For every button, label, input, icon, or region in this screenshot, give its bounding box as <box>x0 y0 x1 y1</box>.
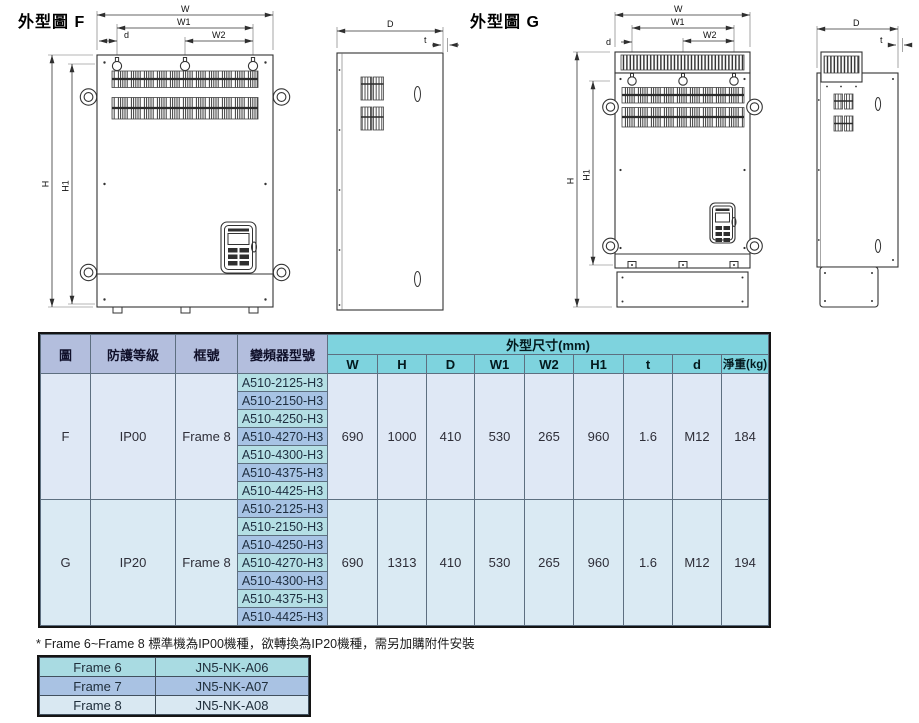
model-cell: A510-2125-H3 <box>237 499 328 518</box>
dim-label-t-g: t <box>880 35 883 45</box>
model-cell: A510-2125-H3 <box>237 373 328 392</box>
dim-label-w1-f: W1 <box>177 17 191 27</box>
dim-label-w-f: W <box>181 4 190 14</box>
model-cell: A510-4425-H3 <box>237 607 328 626</box>
model-cell: A510-4300-H3 <box>237 445 328 464</box>
accessory-frame: Frame 8 <box>39 695 156 715</box>
dim-value-weight: 194 <box>720 499 770 626</box>
section-frame: Frame 8 <box>175 499 238 626</box>
dim-label-t-f: t <box>424 35 427 45</box>
th-frame: 框號 <box>175 334 238 374</box>
model-cell: A510-4300-H3 <box>237 571 328 590</box>
model-cell: A510-4270-H3 <box>237 427 328 446</box>
dim-label-w2-g: W2 <box>703 30 717 40</box>
dim-value-h1: 960 <box>573 499 624 626</box>
dim-label-d-hole-g: d <box>606 37 611 47</box>
accessory-frame: Frame 7 <box>39 676 156 696</box>
model-cell: A510-4425-H3 <box>237 481 328 500</box>
dimensions-table: 圖 防護等級 框號 變頻器型號 外型尺寸(mm) W H D W1 W2 H1 … <box>38 332 772 628</box>
dim-value-w: 690 <box>327 499 378 626</box>
accessory-table: Frame 6 JN5-NK-A06 Frame 7 JN5-NK-A07 Fr… <box>37 655 311 717</box>
figure-f-side-view: D t <box>336 19 459 311</box>
keypad-f <box>220 221 257 274</box>
dim-value-w2: 265 <box>524 499 574 626</box>
dim-value-w1: 530 <box>474 373 525 500</box>
th-model: 變頻器型號 <box>237 334 328 374</box>
th-w: W <box>327 354 378 374</box>
figure-g-title: 外型圖 G <box>470 14 540 31</box>
th-h: H <box>377 354 427 374</box>
th-dims-group: 外型尺寸(mm) <box>326 334 770 355</box>
dim-label-h-f: H <box>41 181 51 188</box>
footnote: * Frame 6~Frame 8 標準機為IP00機種，欲轉換為IP20機種，… <box>36 637 475 651</box>
dim-value-h1: 960 <box>573 373 624 500</box>
th-d-hole: d <box>672 354 722 374</box>
section-protection: IP00 <box>90 373 176 500</box>
dim-label-d-hole-f: d <box>124 30 129 40</box>
dim-value-t: 1.6 <box>623 499 673 626</box>
dim-value-d: 410 <box>426 499 475 626</box>
accessory-row: Frame 7 JN5-NK-A07 <box>39 676 309 696</box>
dim-label-h-g: H <box>566 178 576 185</box>
dim-label-w2-f: W2 <box>212 30 226 40</box>
th-h1: H1 <box>573 354 624 374</box>
th-w1: W1 <box>474 354 525 374</box>
dim-label-h1-f: H1 <box>61 180 71 192</box>
dim-label-w1-g: W1 <box>671 17 685 27</box>
technical-drawings: W W1 W2 d H H1 D t <box>41 4 913 314</box>
dim-value-w1: 530 <box>474 499 525 626</box>
section-fig: G <box>40 499 91 626</box>
dim-label-depth-g: D <box>853 18 860 28</box>
section-fig: F <box>40 373 91 500</box>
model-cell: A510-4250-H3 <box>237 409 328 428</box>
accessory-part: JN5-NK-A07 <box>155 676 309 696</box>
dim-value-w2: 265 <box>524 373 574 500</box>
dim-value-d-hole: M12 <box>672 499 722 626</box>
th-t: t <box>623 354 673 374</box>
dim-value-w: 690 <box>327 373 378 500</box>
th-weight: 淨重(kg) <box>720 354 770 374</box>
accessory-frame: Frame 6 <box>39 657 156 677</box>
accessory-row: Frame 6 JN5-NK-A06 <box>39 657 309 677</box>
dim-value-weight: 184 <box>720 373 770 500</box>
accessory-part: JN5-NK-A08 <box>155 695 309 715</box>
dim-value-h: 1313 <box>377 499 427 626</box>
model-cell: A510-2150-H3 <box>237 391 328 410</box>
model-cell: A510-4270-H3 <box>237 553 328 572</box>
model-cell: A510-4250-H3 <box>237 535 328 554</box>
dim-label-h1-g: H1 <box>582 169 592 181</box>
dim-value-d: 410 <box>426 373 475 500</box>
dim-value-h: 1000 <box>377 373 427 500</box>
accessory-row: Frame 8 JN5-NK-A08 <box>39 695 309 715</box>
model-cell: A510-4375-H3 <box>237 463 328 482</box>
figure-g-side-view: D t <box>816 18 913 308</box>
keypad-g <box>709 202 737 244</box>
section-frame: Frame 8 <box>175 373 238 500</box>
th-fig: 圖 <box>40 334 91 374</box>
section-protection: IP20 <box>90 499 176 626</box>
accessory-part: JN5-NK-A06 <box>155 657 309 677</box>
model-cell: A510-4375-H3 <box>237 589 328 608</box>
th-protection: 防護等級 <box>90 334 176 374</box>
model-cell: A510-2150-H3 <box>237 517 328 536</box>
figure-f-front-view: W W1 W2 d H H1 <box>41 4 291 314</box>
th-w2: W2 <box>524 354 574 374</box>
dim-label-depth-f: D <box>387 19 394 29</box>
dim-value-t: 1.6 <box>623 373 673 500</box>
th-depth: D <box>426 354 475 374</box>
dim-label-w-g: W <box>674 4 683 14</box>
figure-g-front-view: W W1 W2 d H H1 <box>566 4 763 308</box>
figure-f-title: 外型圖 F <box>18 14 86 31</box>
dim-value-d-hole: M12 <box>672 373 722 500</box>
